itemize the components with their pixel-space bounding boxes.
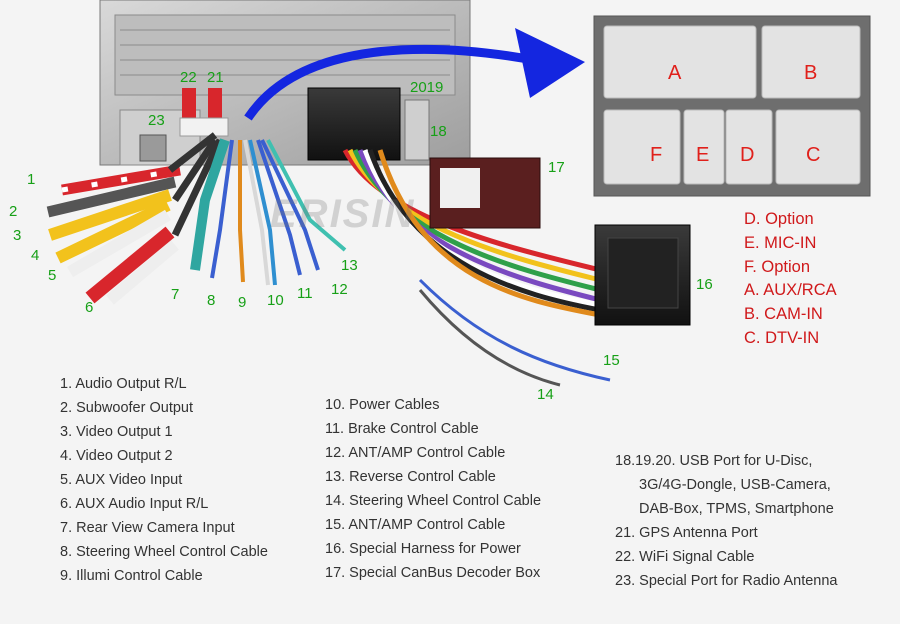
port-letter-a: A	[668, 62, 682, 84]
head-unit-chassis	[99, 0, 471, 166]
legend-item: 8. Steering Wheel Control Cable	[60, 544, 268, 560]
connector-legend: D. Option E. MIC-IN F. Option A. AUX/RCA…	[744, 208, 837, 351]
legend-item: 3. Video Output 1	[60, 424, 173, 440]
canbus-decoder-box	[429, 157, 541, 229]
callout-3: 3	[13, 227, 22, 244]
callout-6: 6	[85, 299, 94, 316]
callout-17: 17	[548, 159, 565, 176]
legend-item-text: 3G/4G-Dongle, USB-Camera,	[639, 477, 831, 493]
control-wires	[190, 138, 347, 286]
callout-9: 9	[238, 294, 247, 311]
rca-cables	[46, 132, 224, 305]
connector-legend-item: C. DTV-IN	[744, 328, 820, 347]
main-connector-block	[307, 87, 430, 161]
connector-legend-item: F. Option	[744, 257, 811, 276]
legend-column-1: 1. Audio Output R/L 2. Subwoofer Output …	[60, 372, 268, 588]
legend-column-2: 10. Power Cables 11. Brake Control Cable…	[325, 393, 541, 585]
legend-item: 23. Special Port for Radio Antenna	[615, 573, 838, 589]
legend-item: 6. AUX Audio Input R/L	[60, 496, 209, 512]
callout-2: 2	[9, 203, 18, 220]
radio-antenna-port	[139, 134, 167, 162]
callout-7: 7	[171, 286, 180, 303]
legend-item-continuation: DAB-Box, TPMS, Smartphone	[615, 497, 837, 521]
legend-item: 4. Video Output 2	[60, 448, 173, 464]
arrow-to-connector-detail	[244, 44, 546, 121]
legend-item: 15. ANT/AMP Control Cable	[325, 517, 506, 533]
legend-item: 12. ANT/AMP Control Cable	[325, 445, 506, 461]
legend-item: 22. WiFi Signal Cable	[615, 549, 755, 565]
callout-12: 12	[331, 281, 348, 298]
brand-watermark: ERISIN	[270, 192, 416, 236]
power-harness-connector	[594, 224, 691, 326]
port-letter-f: F	[650, 144, 663, 166]
callout-10: 10	[267, 292, 284, 309]
connector-legend-item: D. Option	[744, 210, 814, 228]
callout-22: 22	[180, 69, 197, 86]
port-letter-e: E	[696, 144, 710, 166]
legend-item: 21. GPS Antenna Port	[615, 525, 758, 541]
port-letter-c: C	[806, 144, 821, 166]
legend-item: 11. Brake Control Cable	[325, 421, 479, 437]
legend-item-continuation: 3G/4G-Dongle, USB-Camera,	[615, 473, 837, 497]
port-letter-d: D	[740, 144, 755, 166]
callout-5: 5	[48, 267, 57, 284]
connector-legend-item: E. MIC-IN	[744, 233, 817, 252]
port-letter-b: B	[804, 62, 818, 84]
callout-13: 13	[341, 257, 358, 274]
callout-11: 11	[297, 285, 313, 302]
legend-item: 7. Rear View Camera Input	[60, 520, 235, 536]
legend-item: 5. AUX Video Input	[60, 472, 183, 488]
connector-detail-inset	[593, 15, 871, 197]
legend-item: 17. Special CanBus Decoder Box	[325, 565, 541, 581]
legend-item: 2. Subwoofer Output	[60, 400, 193, 416]
legend-column-3: 18.19.20. USB Port for U-Disc, 3G/4G-Don…	[615, 449, 837, 593]
legend-item: 14. Steering Wheel Control Cable	[325, 493, 542, 509]
legend-item: 13. Reverse Control Cable	[325, 469, 496, 485]
legend-item: 9. Illumi Control Cable	[60, 568, 203, 584]
legend-item: 10. Power Cables	[325, 397, 440, 413]
callout-4: 4	[31, 247, 40, 264]
legend-item: 1. Audio Output R/L	[60, 376, 187, 392]
callout-21: 21	[207, 69, 224, 86]
callout-14: 14	[537, 386, 554, 403]
legend-item: 18.19.20. USB Port for U-Disc,	[615, 453, 813, 469]
antenna-connectors	[179, 88, 229, 137]
callout-23: 23	[148, 112, 165, 129]
connector-legend-item: A. AUX/RCA	[744, 281, 837, 300]
legend-item: 16. Special Harness for Power	[325, 541, 521, 557]
main-harness	[342, 148, 611, 387]
callout-16: 16	[696, 276, 713, 293]
callout-1: 1	[27, 171, 36, 188]
callout-15: 15	[603, 352, 620, 369]
callout-8: 8	[207, 292, 216, 309]
legend-item-text: DAB-Box, TPMS, Smartphone	[639, 501, 834, 517]
callout-2019: 2019	[410, 79, 444, 96]
connector-legend-item: B. CAM-IN	[744, 305, 823, 324]
callout-18: 18	[430, 123, 447, 140]
